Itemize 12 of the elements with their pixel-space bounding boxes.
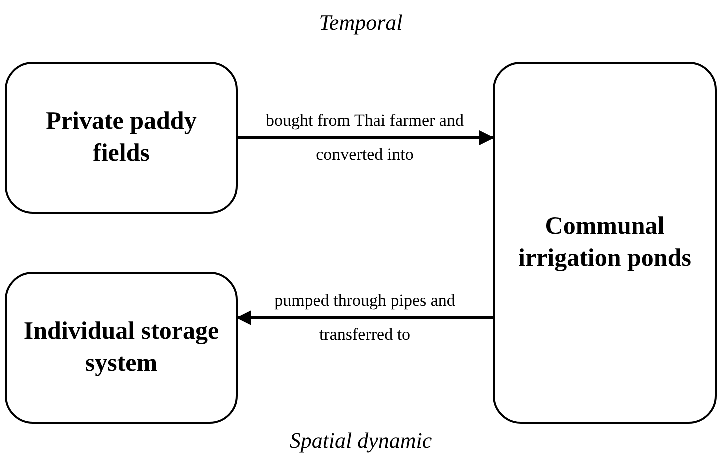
diagram-caption: Spatial dynamic [290,427,432,455]
arrow [238,130,494,146]
edge-label: bought from Thai farmer and converted into [265,110,465,166]
box-label: Communal irrigation ponds [518,212,692,274]
arrow [236,310,493,326]
box-label: Individual storage system [22,317,220,379]
diagram-title: Temporal [319,9,403,37]
process-box [5,272,238,424]
edge-label: pumped through pipes and transferred to [274,290,456,346]
process-box [5,62,238,214]
process-box [493,62,717,424]
box-label: Private paddy fields [45,107,198,169]
